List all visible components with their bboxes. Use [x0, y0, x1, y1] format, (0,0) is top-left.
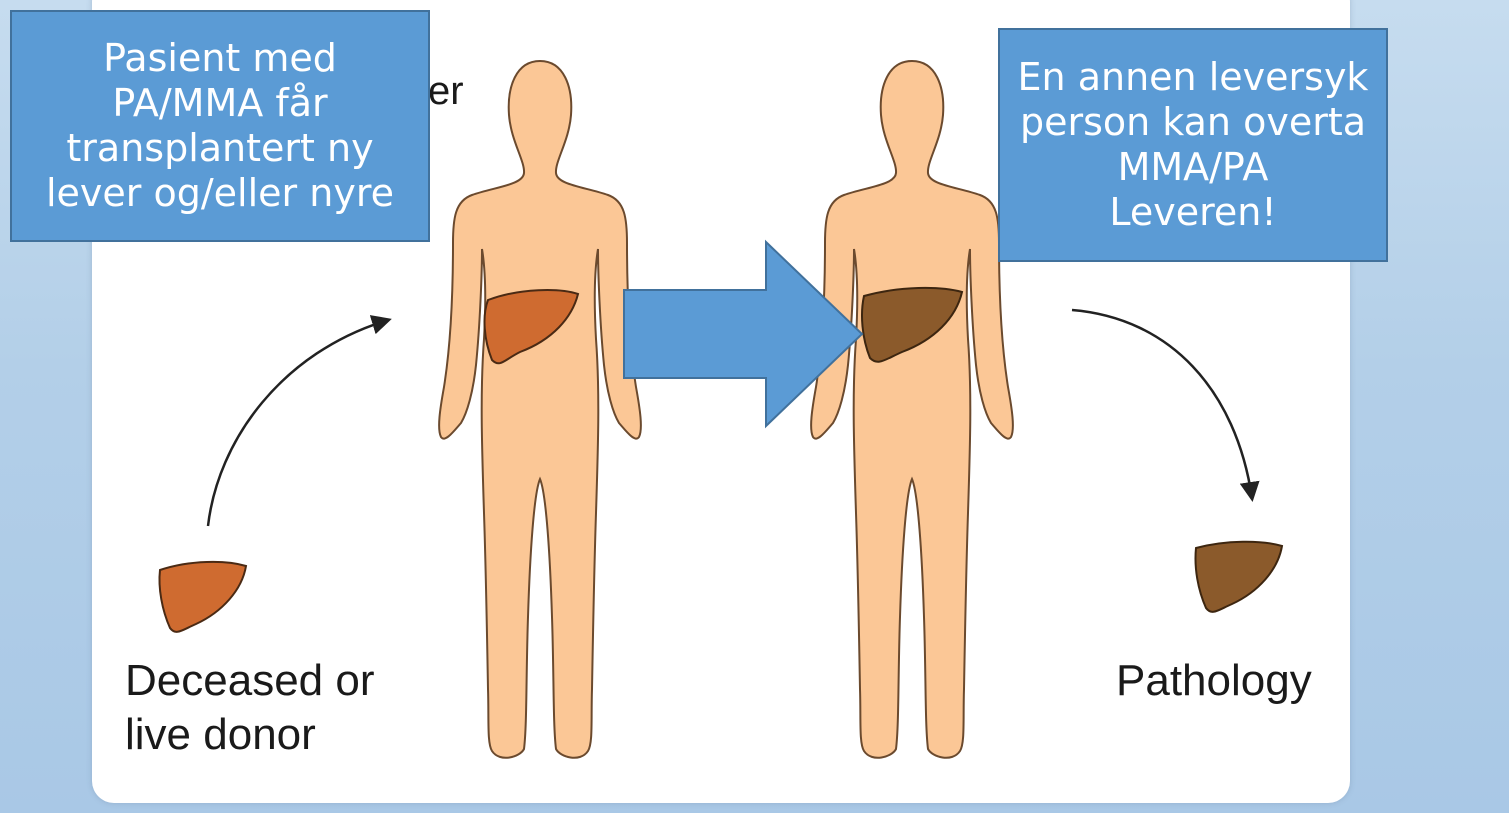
donor-caption: Deceased or live donor: [125, 654, 374, 762]
left-callout-line-4: lever og/eller nyre: [12, 171, 428, 216]
right-callout-box: En annen leversyk person kan overta MMA/…: [998, 28, 1388, 262]
left-callout-box: Pasient med PA/MMA får transplantert ny …: [10, 10, 430, 242]
right-callout-line-1: En annen leversyk: [1000, 55, 1386, 100]
left-callout-line-1: Pasient med: [12, 36, 428, 81]
left-callout-line-2: PA/MMA får: [12, 81, 428, 126]
right-callout-line-4: Leveren!: [1000, 190, 1386, 235]
recipient-to-pathology-arrow: [1072, 310, 1252, 498]
partial-label: er: [428, 64, 464, 118]
right-callout-line-2: person kan overta: [1000, 100, 1386, 145]
donor-liver-icon: [159, 562, 246, 632]
left-callout-line-3: transplantert ny: [12, 126, 428, 171]
second-recipient-body: [811, 61, 1013, 758]
donor-caption-line-1: Deceased or: [125, 654, 374, 708]
recipient-body: [439, 61, 641, 758]
pathology-liver-icon: [1195, 542, 1282, 612]
right-callout-line-3: MMA/PA: [1000, 145, 1386, 190]
donor-to-recipient-arrow: [208, 320, 388, 526]
pathology-caption: Pathology: [1116, 654, 1312, 708]
donor-caption-line-2: live donor: [125, 708, 374, 762]
